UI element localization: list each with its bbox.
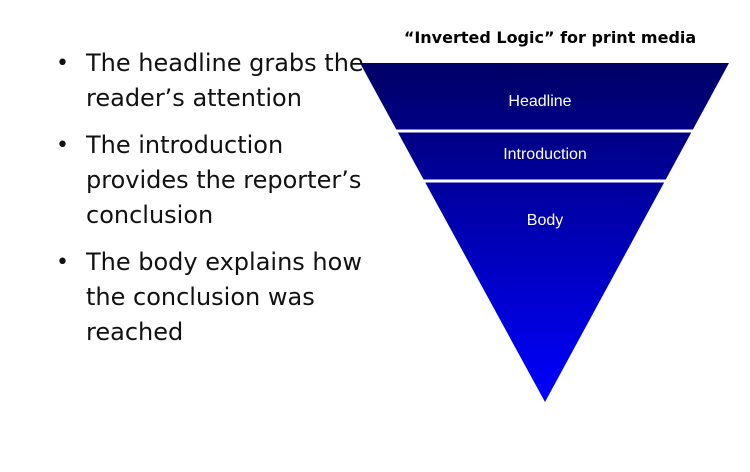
bullet-item-headline: • The headline grabs the reader’s attent… bbox=[56, 46, 376, 116]
pyramid-shape bbox=[360, 63, 729, 402]
section-label-introduction: Introduction bbox=[503, 146, 587, 163]
bullet-marker: • bbox=[56, 51, 69, 76]
bullet-marker: • bbox=[56, 250, 69, 275]
section-label-headline: Headline bbox=[508, 93, 571, 110]
bullet-marker: • bbox=[56, 133, 69, 158]
diagram-title: “Inverted Logic” for print media bbox=[403, 28, 697, 47]
bullet-text: The headline grabs the reader’s attentio… bbox=[86, 49, 364, 112]
bullet-item-body: • The body explains how the conclusion w… bbox=[56, 245, 376, 350]
section-label-body: Body bbox=[527, 212, 563, 229]
bullet-text: The introduction provides the reporter’s… bbox=[86, 131, 362, 229]
bullet-list: • The headline grabs the reader’s attent… bbox=[56, 46, 376, 362]
bullet-text: The body explains how the conclusion was… bbox=[86, 248, 362, 346]
bullet-item-introduction: • The introduction provides the reporter… bbox=[56, 128, 376, 233]
